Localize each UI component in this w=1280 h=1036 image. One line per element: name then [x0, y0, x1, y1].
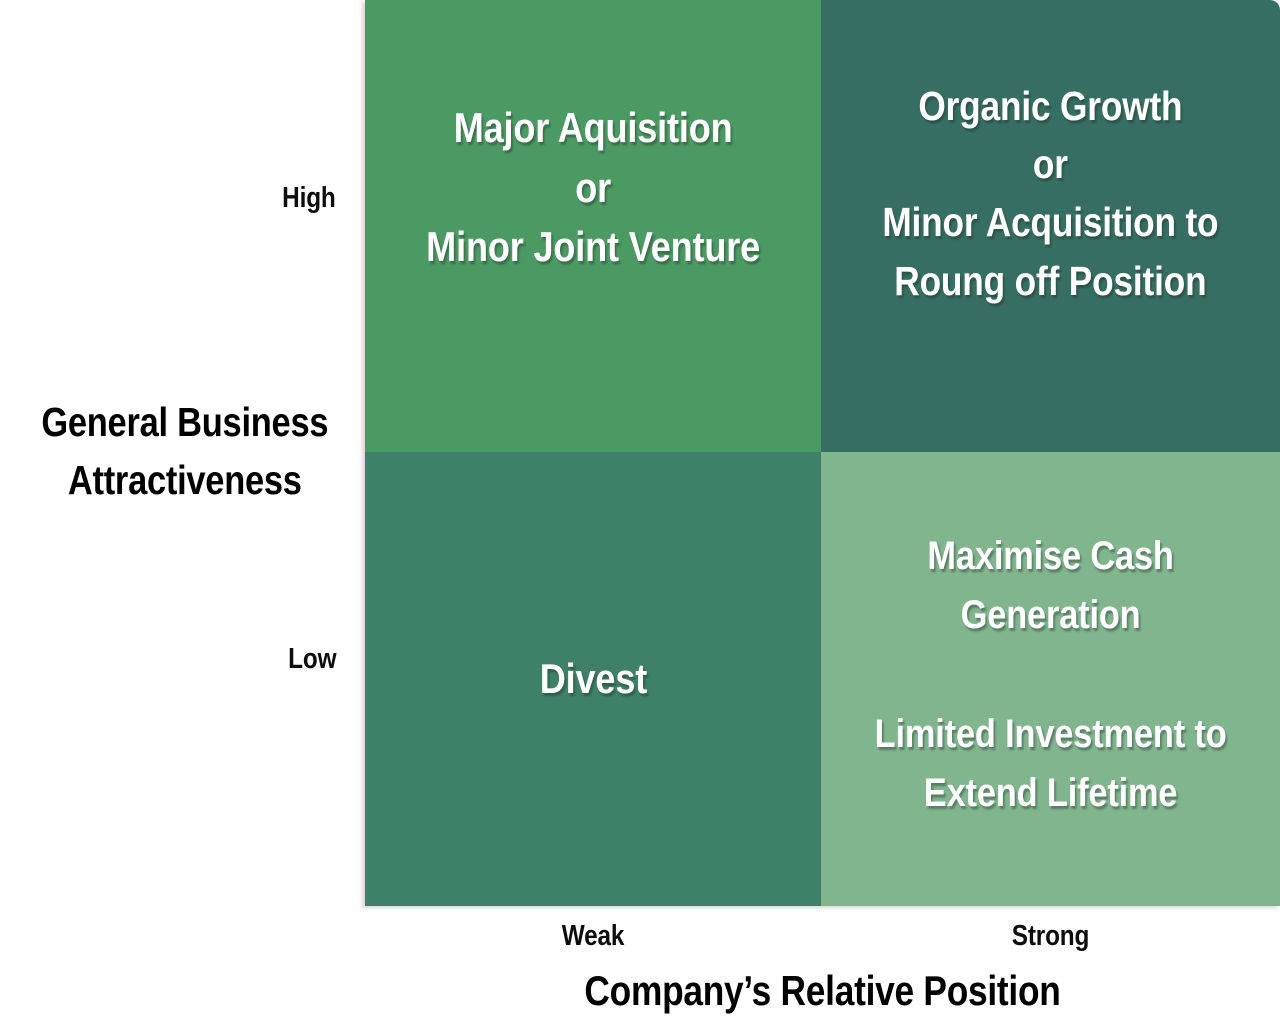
- y-axis-title: General Business Attractiveness: [41, 399, 329, 504]
- quadrant-low-strong[interactable]: Maximise Cash Generation Limited Investm…: [821, 452, 1280, 906]
- x-axis-title: Company’s Relative Position: [584, 967, 1061, 1014]
- quadrant-low-weak-label: Divest: [539, 655, 647, 703]
- quadrant-low-strong-label: Maximise Cash Generation Limited Investm…: [874, 534, 1227, 815]
- quadrant-high-weak[interactable]: Major Aquisition or Minor Joint Venture: [365, 0, 821, 452]
- quadrant-low-weak[interactable]: Divest: [365, 452, 821, 906]
- x-axis-tick-strong: Strong: [1011, 920, 1090, 952]
- strategy-matrix: Major Aquisition or Minor Joint Venture …: [365, 0, 1280, 906]
- quadrant-high-weak-label: Major Aquisition or Minor Joint Venture: [426, 104, 760, 271]
- x-axis-tick-weak: Weak: [561, 920, 625, 952]
- quadrant-high-strong-label: Organic Growth or Minor Acquisition to R…: [882, 83, 1219, 304]
- quadrant-high-strong[interactable]: Organic Growth or Minor Acquisition to R…: [821, 0, 1280, 452]
- y-axis-tick-low: Low: [287, 643, 336, 675]
- y-axis-tick-high: High: [282, 182, 337, 214]
